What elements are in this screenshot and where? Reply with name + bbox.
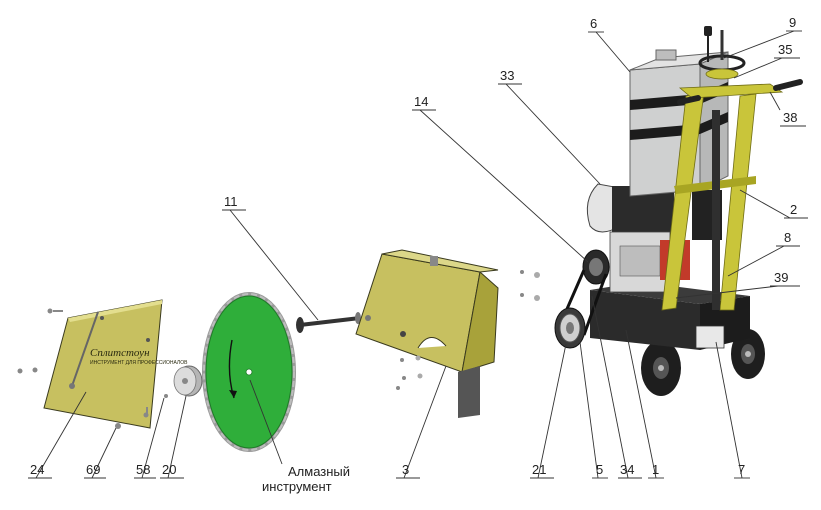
guard-logo-subtext: ИНСТРУМЕНТ ДЛЯ ПРОФЕССИОНАЛОВ xyxy=(90,360,188,366)
flange-21 xyxy=(173,365,203,397)
callout-35: 35 xyxy=(778,42,792,57)
callout-6: 6 xyxy=(590,16,597,31)
guard-logo-text: Сплитстоун xyxy=(90,347,150,359)
guard-bolts xyxy=(396,355,423,390)
tool-label-line1: Алмазный xyxy=(288,464,350,479)
depth-handwheel-9 xyxy=(698,26,746,80)
blade-guard-3 xyxy=(355,249,499,418)
engine-mount-bolts xyxy=(520,270,540,301)
callout-14: 14 xyxy=(414,94,428,109)
callout-58: 58 xyxy=(136,462,150,477)
callout-38: 38 xyxy=(783,110,797,125)
front-wheel xyxy=(731,329,765,379)
bolt-58 xyxy=(164,394,168,398)
callout-1: 1 xyxy=(652,462,659,477)
callout-11: 11 xyxy=(224,194,238,209)
callout-2: 2 xyxy=(790,202,797,217)
callout-3: 3 xyxy=(402,462,409,477)
callout-7: 7 xyxy=(738,462,745,477)
callout-33: 33 xyxy=(500,68,514,83)
rear-wheel xyxy=(641,340,681,396)
diamond-blade xyxy=(202,292,296,452)
spindle-shaft-11 xyxy=(296,312,361,333)
callout-9: 9 xyxy=(789,15,796,30)
callout-34: 34 xyxy=(620,462,634,477)
callout-39: 39 xyxy=(774,270,788,285)
callout-labels: 6 9 35 38 33 14 2 8 39 11 3 20 58 69 24 … xyxy=(30,15,797,494)
callout-5: 5 xyxy=(596,462,603,477)
callout-69: 69 xyxy=(86,462,100,477)
callout-20: 21 xyxy=(532,462,546,477)
tool-label-line2: инструмент xyxy=(262,479,332,494)
callout-24: 24 xyxy=(30,462,44,477)
callout-21: 20 xyxy=(162,462,176,477)
callout-8: 8 xyxy=(784,230,791,245)
handle-frame-2 xyxy=(661,83,784,311)
handle-grips-38 xyxy=(677,79,803,105)
leader-lines xyxy=(28,30,808,479)
pulley-assembly xyxy=(554,249,610,349)
fastener-bolts-left xyxy=(17,308,149,429)
side-guard-24: Сплитстоун ИНСТРУМЕНТ ДЛЯ ПРОФЕССИОНАЛОВ xyxy=(43,299,188,429)
